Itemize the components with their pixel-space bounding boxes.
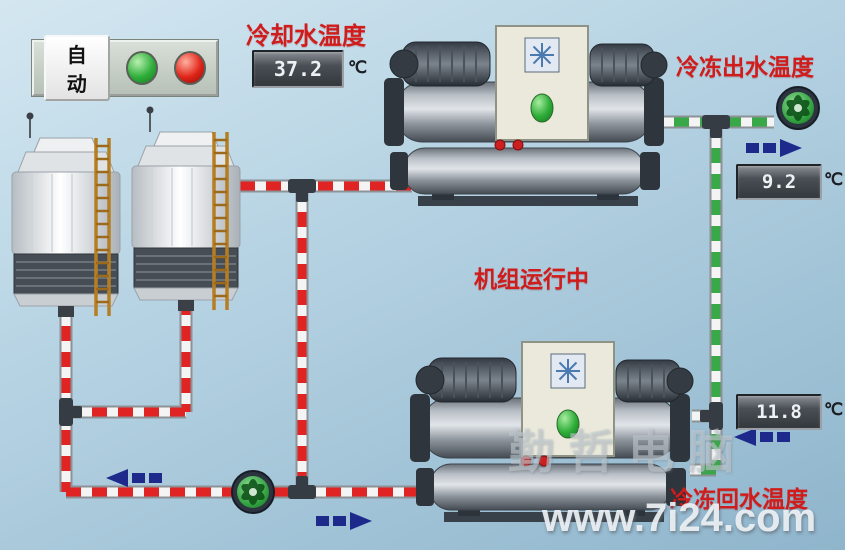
auto-button[interactable]: 自动 — [44, 35, 110, 101]
pipe-tee — [59, 398, 82, 426]
flow-arrow-right-icon — [316, 512, 372, 530]
flow-arrow-right-icon — [746, 139, 802, 157]
cooling-tower-2 — [131, 105, 241, 312]
pipe-tee — [702, 115, 730, 138]
chilled-return-temp-label: 冷冻回水温度 — [670, 486, 808, 512]
run-indicator-lamp — [125, 51, 158, 85]
chiller-1 — [383, 25, 668, 207]
chilled-return-temp-display: 11.8 — [736, 394, 822, 430]
chilled-water-pump-icon — [776, 86, 820, 130]
watermark-site: www.7i24.com — [542, 496, 817, 540]
watermark-brand: 勤哲电脑 — [508, 426, 748, 478]
unit-running-status: 机组运行中 — [474, 266, 589, 292]
cooling-water-temp-display: 37.2 — [252, 50, 344, 88]
cooling-tower-1 — [11, 111, 121, 318]
cooling-water-pipes — [59, 179, 436, 499]
flow-arrow-left-icon — [106, 469, 162, 487]
pipe-tee — [288, 476, 316, 499]
chilled-supply-temp-label: 冷冻出水温度 — [676, 54, 814, 80]
control-panel: 自动 — [32, 35, 218, 101]
pipe-tee — [288, 179, 316, 202]
cooling-water-pump-icon — [231, 470, 275, 514]
chilled-supply-temp-display: 9.2 — [736, 164, 822, 200]
cooling-water-temp-label: 冷却水温度 — [246, 23, 366, 50]
celsius-unit: ℃ — [824, 170, 844, 189]
stop-indicator-lamp — [173, 51, 206, 85]
celsius-unit: ℃ — [824, 400, 844, 419]
celsius-unit: ℃ — [348, 58, 368, 77]
